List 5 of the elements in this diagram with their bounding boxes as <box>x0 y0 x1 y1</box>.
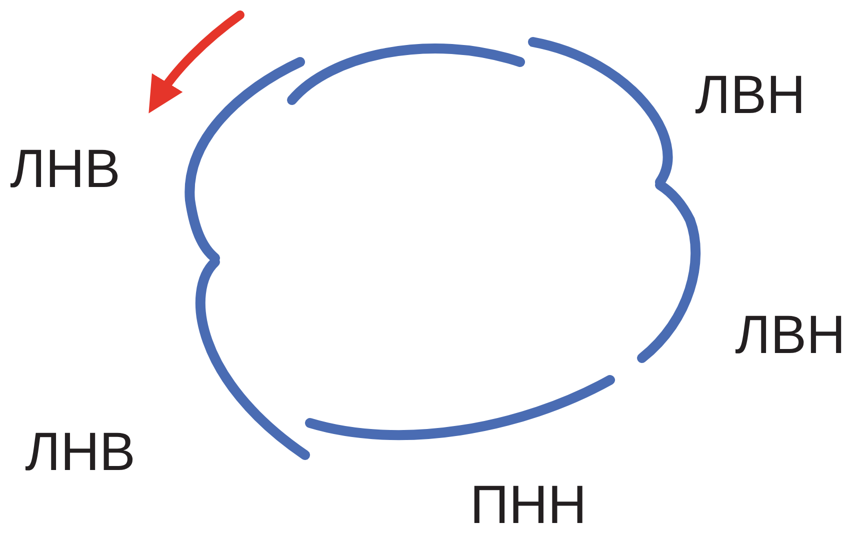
curve-label: ЛНВ <box>25 425 136 479</box>
curve-label: ПНН <box>470 478 587 532</box>
curve-label: ЛНВ <box>10 142 120 196</box>
curve-label: ЛВН <box>735 308 846 362</box>
curve-label: ЛВН <box>695 68 806 122</box>
